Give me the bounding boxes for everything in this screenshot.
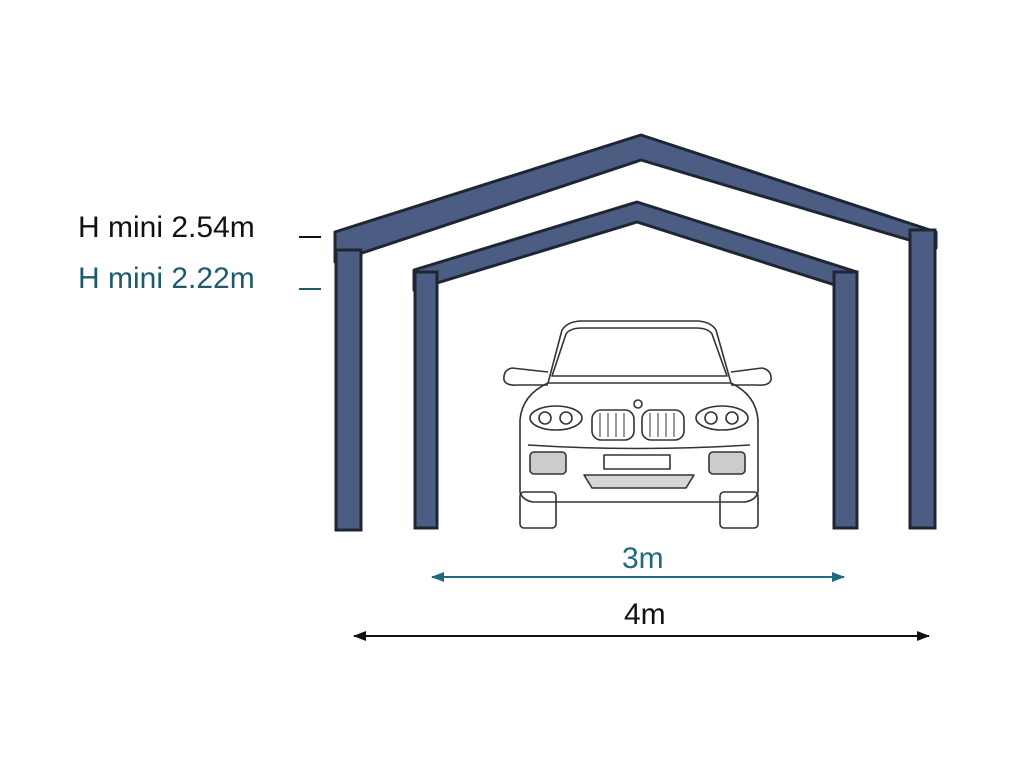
outer-width-label: 4m [624, 598, 666, 631]
car-right-tire [719, 491, 759, 529]
car-right-fog-grille [708, 451, 746, 475]
car-right-kidney-grille [641, 409, 685, 441]
car-left-fog-grille [529, 451, 567, 475]
car-bumper-line [527, 444, 751, 450]
inner-frame-left-post [413, 270, 439, 530]
car-left-headlight [529, 405, 583, 431]
car-badge [633, 399, 643, 409]
car-right-mirror [730, 367, 772, 386]
car-right-headlight [695, 405, 749, 431]
car-lower-intake [583, 474, 695, 489]
outer-frame-right-post [908, 228, 937, 530]
car-roof-windshield [547, 320, 732, 384]
car-windshield-glass [551, 327, 728, 377]
inner-frame-right-post [832, 270, 859, 530]
car-left-kidney-grille [591, 409, 635, 441]
car-body [519, 382, 759, 503]
car-left-tire [519, 491, 557, 529]
outer-height-label: H mini 2.54m [78, 211, 255, 244]
inner-frame-roof [412, 200, 859, 294]
inner-height-label: H mini 2.22m [78, 262, 255, 295]
car-left-mirror [503, 367, 549, 386]
inner-frame [412, 200, 859, 530]
outer-frame-roof [333, 133, 938, 264]
outer-frame-left-post [334, 248, 363, 532]
inner-width-label: 3m [622, 542, 664, 575]
outer-frame [333, 133, 938, 532]
car-front-view [503, 320, 772, 529]
car-license-plate [603, 454, 671, 470]
